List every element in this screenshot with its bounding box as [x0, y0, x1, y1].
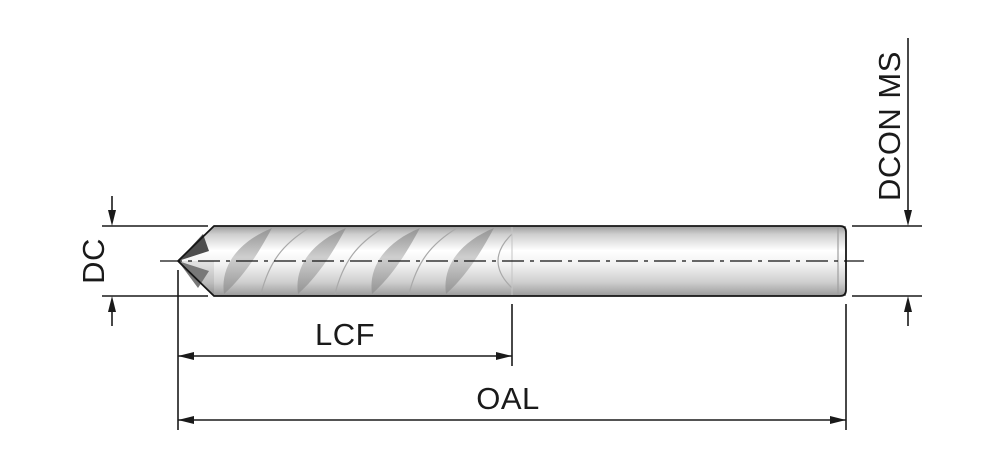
dc-label: DC	[76, 238, 111, 284]
oal-arrow-right-icon	[830, 416, 846, 424]
oal-label: OAL	[476, 381, 540, 416]
flute-land-edge	[408, 227, 458, 295]
dcon-arrow-down-icon	[904, 210, 912, 226]
oal-arrow-left-icon	[178, 416, 194, 424]
dimension-dcon-ms: DCON MS	[852, 38, 922, 326]
flute-land-edge	[334, 227, 384, 295]
dcon-arrow-up-icon	[904, 296, 912, 312]
dc-arrow-down-icon	[108, 210, 116, 226]
dcon-ms-label: DCON MS	[872, 51, 907, 201]
dimension-oal: OAL	[178, 304, 847, 430]
dc-arrow-up-icon	[108, 296, 116, 312]
flute-land-edge	[260, 227, 310, 295]
dimension-dc: DC	[76, 196, 208, 326]
lcf-arrow-left-icon	[178, 352, 194, 360]
dimension-lcf: LCF	[177, 270, 513, 430]
lcf-arrow-right-icon	[496, 352, 512, 360]
lcf-label: LCF	[315, 317, 375, 352]
flute-runout-edge	[497, 233, 513, 289]
